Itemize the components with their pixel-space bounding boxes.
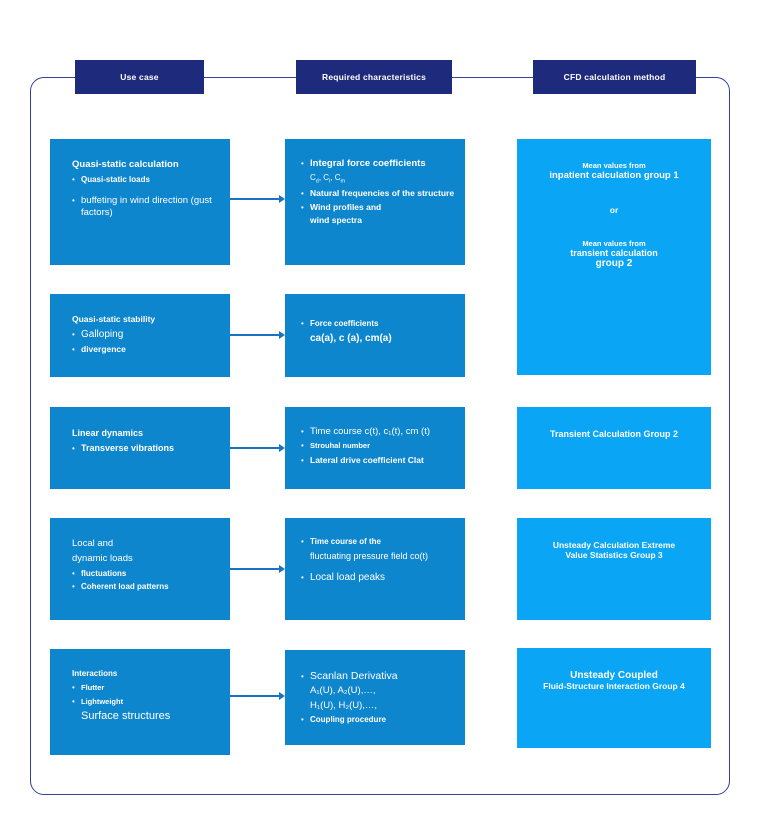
bullet-item: Integral force coefficients: [310, 158, 426, 169]
box-title: Linear dynamics: [72, 428, 144, 438]
bullet-item: Local load peaks: [310, 571, 386, 583]
bullet-item: Lightweight: [81, 696, 124, 706]
use-case-box-local-dynamic-loads: Local and dynamic loads • fluctuations • C…: [50, 518, 230, 620]
cfd-line: Unsteady Calculation Extreme: [552, 540, 676, 550]
bullet-icon: •: [301, 672, 304, 681]
cfd-box-fsi-group-4: Unsteady Coupled Fluid-Structure Interac…: [517, 648, 711, 748]
bullet-item: Wind profiles and: [310, 201, 382, 212]
required-box-force-coefficients: • Force coefficients ca(a), c (a), cm(a): [285, 294, 465, 377]
bullet-icon: •: [301, 159, 304, 168]
bullet-icon: •: [301, 188, 304, 198]
bullet-icon: •: [72, 696, 75, 706]
arrow-shaft: [230, 447, 280, 449]
cfd-line: Unsteady Coupled: [570, 670, 658, 681]
use-case-box-linear-dynamics: Linear dynamics • Transverse vibrations: [50, 407, 230, 489]
arrow-shaft: [230, 568, 280, 570]
bullet-icon: •: [72, 444, 75, 454]
cfd-line: transient calculation: [570, 248, 658, 258]
use-case-box-quasi-static-calculation: Quasi-static calculation • Quasi-static l…: [50, 139, 230, 265]
bullet-icon: •: [301, 440, 304, 450]
formula-text: A₁(U), A₂(U),…,: [310, 685, 376, 697]
box-title: Local and: [72, 538, 114, 549]
arrow-head-icon: [279, 195, 285, 203]
bullet-item: Quasi-static loads: [81, 174, 150, 184]
bullet-icon: •: [72, 682, 75, 692]
bullet-icon: •: [72, 568, 75, 578]
box-subtitle: Surface structures: [81, 710, 171, 723]
cfd-line: Value Statistics Group 3: [565, 550, 663, 560]
arrow-head-icon: [279, 692, 285, 700]
bullet-icon: •: [72, 344, 75, 354]
arrow-head-icon: [279, 331, 285, 339]
coefficients-text: Cd, Cl, Cm: [310, 172, 346, 185]
bullet-item: Scanlan Derivativa: [310, 670, 398, 682]
bullet-item: fluctuations: [81, 568, 127, 578]
use-case-box-quasi-static-stability: Quasi-static stability • Galloping • diver…: [50, 294, 230, 377]
bullet-item: divergence: [81, 343, 126, 354]
arrow-head-icon: [279, 565, 285, 573]
cfd-line: group 2: [595, 258, 633, 269]
required-box-time-course: • Time course c(t), c₁(t), cm (t) • Strouh…: [285, 407, 465, 489]
arrow-head-icon: [279, 444, 285, 452]
bullet-icon: •: [301, 427, 304, 436]
formula-text: ca(a), c (a), cm(a): [310, 332, 392, 344]
header-cfd-method: CFD calculation method: [533, 60, 696, 94]
cfd-line: Mean values from: [582, 239, 646, 248]
cfd-line: Mean values from: [582, 161, 646, 170]
header-cfd-method-label: CFD calculation method: [563, 72, 666, 82]
cfd-box-transient-group-2: Transient Calculation Group 2: [517, 407, 711, 489]
formula-text: H₁(U), H₂(U),…,: [310, 699, 378, 711]
bullet-item: Galloping: [81, 329, 124, 341]
box-title: dynamic loads: [72, 552, 133, 564]
box-title: Interactions: [72, 669, 118, 678]
bullet-icon: •: [301, 319, 304, 328]
cfd-line: Fluid-Structure Interaction Group 4: [543, 681, 685, 691]
required-box-integral-force-coefficients: •Integral force coefficients Cd, Cl, Cm …: [285, 139, 465, 265]
header-use-case-label: Use case: [120, 72, 159, 82]
cfd-box-group-1-2: Mean values from inpatient calculation g…: [517, 139, 711, 375]
required-box-fluctuating-pressure: • Time course of the fluctuating pressure…: [285, 518, 465, 620]
required-box-scanlan-derivativa: • Scanlan Derivativa A₁(U), A₂(U),…, H₁(U…: [285, 650, 465, 745]
bullet-item: buffeting in wind direction (gust factor…: [81, 194, 212, 219]
bullet-icon: •: [72, 582, 75, 592]
header-required-characteristics-label: Required characteristics: [321, 72, 426, 82]
bullet-icon: •: [301, 455, 304, 465]
bullet-item: Force coefficients: [310, 319, 379, 328]
bullet-item: Coherent load patterns: [81, 582, 169, 592]
arrow-shaft: [230, 334, 280, 336]
bullet-item: Lateral drive coefficient Clat: [310, 454, 424, 465]
bullet-item: Time course of the: [310, 537, 381, 546]
cfd-line: inpatient calculation group 1: [549, 170, 679, 181]
bullet-item: Coupling procedure: [310, 714, 386, 724]
box-title: Quasi-static calculation: [72, 159, 179, 170]
bullet-icon: •: [301, 202, 304, 212]
bullet-item: Transverse vibrations: [81, 443, 175, 454]
bullet-item-continued: wind spectra: [310, 215, 362, 226]
bullet-icon: •: [301, 572, 304, 582]
arrow-shaft: [230, 198, 280, 200]
use-case-box-interactions: Interactions • Flutter • Lightweight Surfa…: [50, 649, 230, 755]
bullet-icon: •: [301, 714, 304, 724]
bullet-icon: •: [72, 330, 75, 340]
header-use-case: Use case: [75, 60, 204, 94]
bullet-item: Time course c(t), c₁(t), cm (t): [310, 426, 431, 437]
arrow-shaft: [230, 695, 280, 697]
cfd-or-label: or: [609, 205, 619, 215]
bullet-item: Strouhal number: [310, 440, 371, 450]
cfd-box-extreme-value-group-3: Unsteady Calculation Extreme Value Stati…: [517, 518, 711, 620]
bullet-item: Natural frequencies of the structure: [310, 187, 455, 198]
bullet-item-continued: fluctuating pressure field co(t): [310, 550, 429, 561]
header-required-characteristics: Required characteristics: [296, 60, 452, 94]
cfd-line: Transient Calculation Group 2: [549, 429, 679, 439]
box-title: Quasi-static stability: [72, 314, 156, 324]
bullet-icon: •: [301, 537, 304, 546]
bullet-icon: •: [72, 174, 75, 184]
bullet-icon: •: [72, 195, 75, 205]
bullet-item: Flutter: [81, 682, 105, 692]
